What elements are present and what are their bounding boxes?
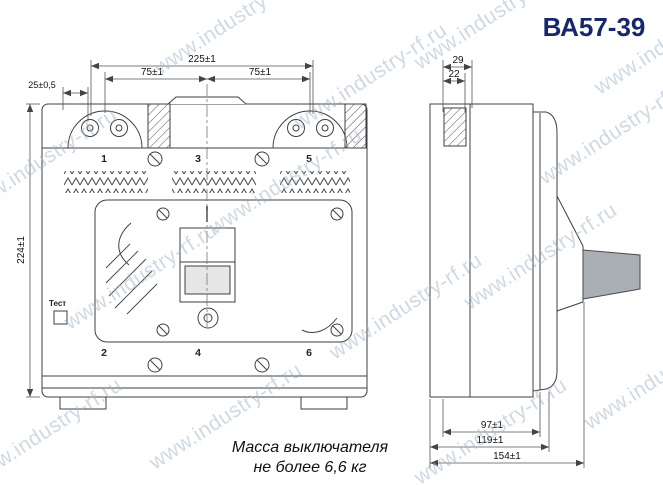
mass-note-line1: Масса выключателя [232, 439, 389, 456]
terminal-holes [81, 119, 334, 137]
terminal-label-6: 6 [306, 347, 312, 359]
terminal-label-1: 1 [101, 153, 107, 165]
dim-hole-offset: 25±0,5 [28, 80, 55, 90]
front-view [41, 84, 368, 410]
toggle-handle [184, 265, 231, 295]
watermark-text: www.industry-rf.ru [289, 18, 451, 134]
side-toggle-handle [582, 249, 641, 300]
toggle-bezel-bottom [556, 301, 584, 312]
panel-arc-left [118, 222, 132, 266]
dim-pitch-left: 75±1 [141, 67, 164, 78]
vent-slots [64, 171, 350, 193]
dim-rail-inner: 22 [448, 69, 460, 80]
watermark-text: www.industry-rf.ru [149, 0, 311, 80]
side-view [429, 103, 641, 398]
terminal-label-3: 3 [195, 153, 201, 165]
mass-note-line2: не более 6,6 кг [253, 459, 366, 476]
dim-overall-width: 225±1 [188, 54, 216, 65]
mounting-rail-hatch [443, 107, 467, 147]
dim-depth-mid: 119±1 [477, 435, 504, 446]
side-dimensions [429, 60, 585, 468]
watermark-text: www.industry-rf.ru [579, 318, 663, 434]
panel-grip-hatch [105, 243, 158, 315]
terminal-label-5: 5 [306, 153, 312, 165]
dim-depth-body: 97±1 [481, 420, 504, 431]
terminal-label-4: 4 [195, 347, 201, 359]
foot-left [59, 396, 107, 410]
dim-overall-height: 224±1 [16, 236, 27, 264]
case-screws [147, 151, 270, 373]
terminal-label-2: 2 [101, 347, 107, 359]
foot-right [300, 396, 348, 410]
dim-rail-outer: 29 [452, 55, 464, 66]
side-body-outline [429, 103, 558, 398]
panel-screws [156, 207, 344, 337]
dim-depth-overall: 154±1 [493, 451, 521, 462]
front-dimensions [26, 60, 314, 398]
panel-button [197, 307, 219, 329]
page-title: ВА57-39 [543, 12, 646, 42]
toggle-switch [179, 206, 236, 303]
toggle-bezel-top [556, 195, 584, 247]
panel-arc-bottom-right [301, 317, 338, 333]
hatch-zone-top-right [344, 103, 367, 149]
hatch-zone-top-center [147, 103, 171, 149]
dim-pitch-right: 75±1 [249, 67, 272, 78]
test-button [53, 310, 68, 325]
test-button-label: Тест [49, 299, 66, 308]
